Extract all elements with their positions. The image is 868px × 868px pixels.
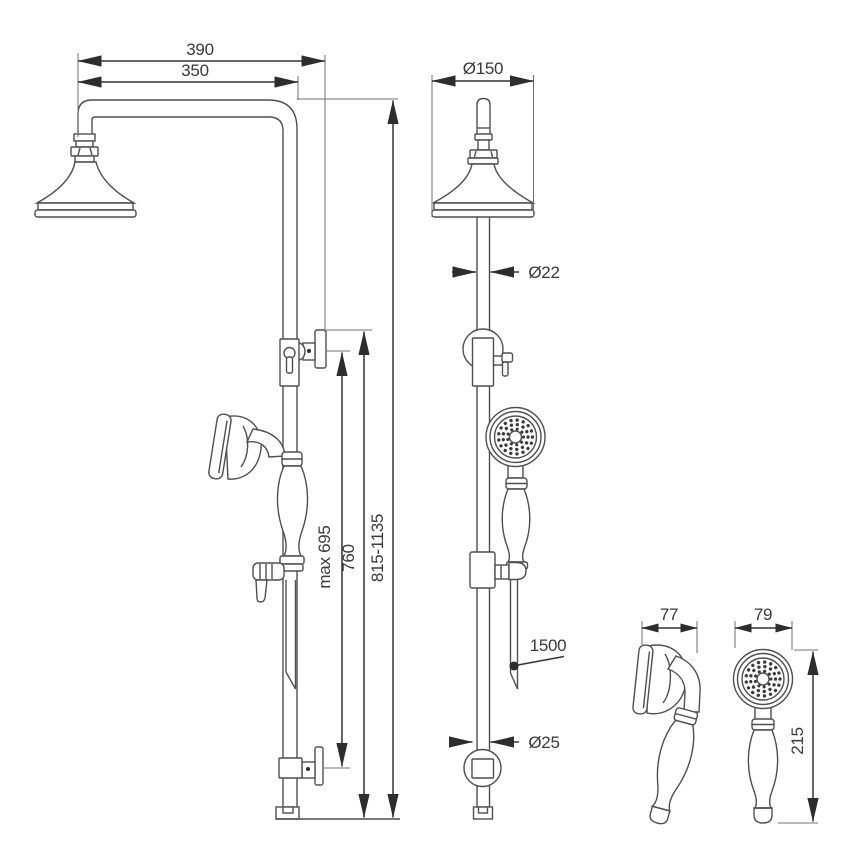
dim-handset-height: 215 bbox=[778, 649, 819, 824]
dim-label-max-695: max 695 bbox=[315, 525, 334, 588]
dim-arm-390: 390 bbox=[77, 40, 326, 332]
wall-bracket-upper-front bbox=[462, 328, 514, 387]
side-view: 390 350 max 695 760 815-1135 bbox=[34, 40, 400, 820]
pipe-foot-front bbox=[472, 806, 494, 820]
handset-side-end-cap bbox=[649, 805, 671, 825]
slider-holder-front bbox=[469, 551, 527, 589]
overhead-shower-side bbox=[34, 133, 137, 218]
pipe-foot-side bbox=[275, 806, 400, 820]
hand-shower-side bbox=[208, 413, 309, 572]
wall-bracket-upper-side bbox=[279, 329, 327, 387]
front-view: Ø150 Ø22 1500 Ø25 bbox=[431, 59, 567, 820]
handset-detail-view: 77 79 215 bbox=[632, 605, 819, 825]
dim-head-diameter: Ø150 bbox=[431, 59, 534, 217]
handset-side bbox=[632, 644, 701, 825]
handset-front bbox=[731, 647, 795, 824]
dim-label-815-1135: 815-1135 bbox=[368, 514, 387, 582]
dim-label-d22: Ø22 bbox=[528, 263, 559, 282]
dim-hose-length: 1500 bbox=[509, 636, 567, 671]
dim-label-215: 215 bbox=[788, 727, 807, 754]
riser-pipe-front bbox=[476, 217, 491, 807]
overhead-shower-front bbox=[431, 97, 536, 218]
dim-pipe-diameter: Ø22 bbox=[452, 263, 560, 282]
spray-face-front bbox=[484, 405, 547, 469]
hand-shower-face-side bbox=[208, 413, 232, 480]
shower-hose-side bbox=[285, 580, 297, 690]
dim-760: 760 bbox=[326, 329, 372, 818]
handset-face-side bbox=[632, 644, 654, 715]
riser-pipe-and-arm-side bbox=[77, 99, 298, 807]
handset-side-handle bbox=[649, 707, 699, 825]
dim-label-1500: 1500 bbox=[530, 636, 567, 655]
dim-label-77: 77 bbox=[660, 605, 678, 624]
dim-handset-front-width: 79 bbox=[734, 605, 793, 650]
hand-shower-front bbox=[484, 405, 547, 570]
dim-815-1135: 815-1135 bbox=[297, 98, 399, 818]
spray-face-detail bbox=[731, 647, 795, 711]
dim-label-390: 390 bbox=[186, 40, 213, 59]
dim-lower-pipe-diameter: Ø25 bbox=[449, 733, 560, 752]
dim-label-d25: Ø25 bbox=[528, 733, 559, 752]
dim-label-79: 79 bbox=[754, 605, 772, 624]
wall-bracket-lower-side bbox=[278, 746, 324, 786]
dim-label-760: 760 bbox=[339, 544, 358, 571]
dim-label-d150: Ø150 bbox=[463, 59, 503, 78]
wall-bracket-lower-front bbox=[463, 748, 502, 788]
dim-arm-350: 350 bbox=[77, 61, 299, 100]
dim-handset-side-width: 77 bbox=[641, 605, 698, 653]
diverter-lever-side bbox=[252, 562, 285, 603]
handset-front-end-cap bbox=[753, 807, 773, 824]
dim-label-350: 350 bbox=[181, 61, 208, 80]
shower-hose-front bbox=[509, 580, 519, 690]
dim-max-695: max 695 bbox=[315, 350, 350, 769]
